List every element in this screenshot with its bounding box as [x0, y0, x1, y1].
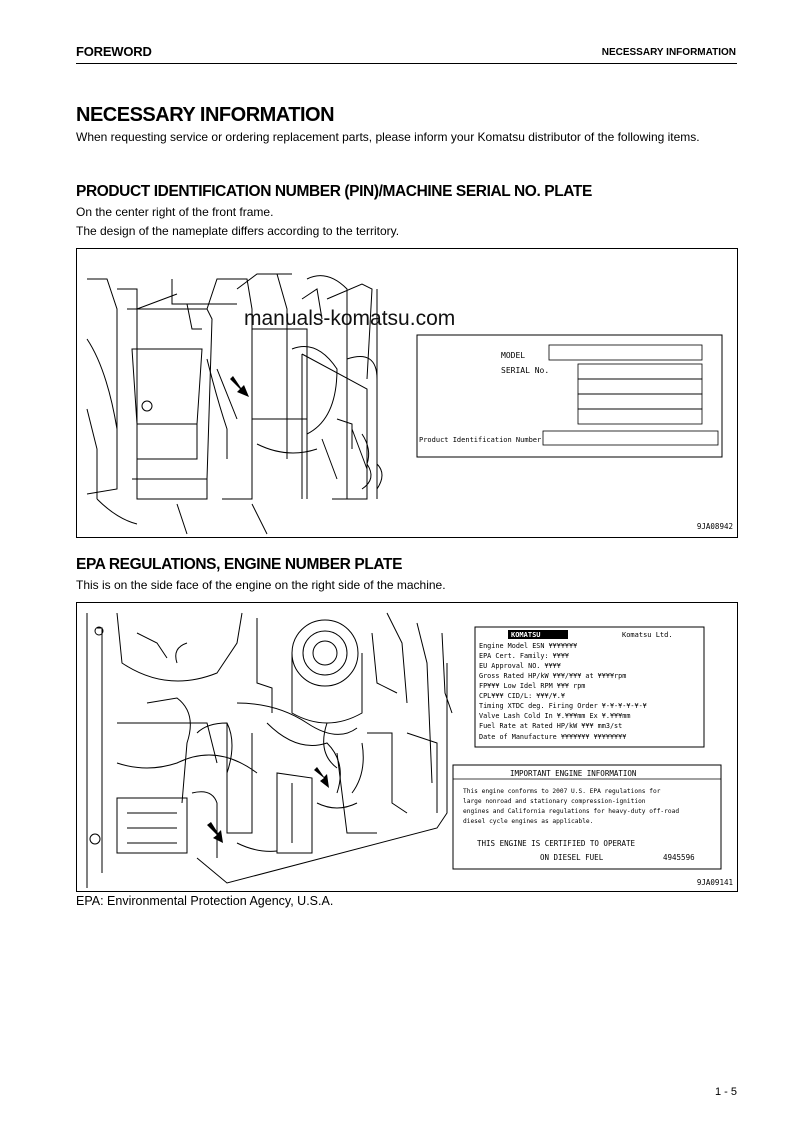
- pin-design-note: The design of the nameplate differs acco…: [76, 224, 400, 238]
- front-frame-illustration: MODEL SERIAL No. Product Identification …: [86, 273, 723, 535]
- engine-plate-row: Gross Rated HP/kW ¥¥¥/¥¥¥ at ¥¥¥¥rpm: [479, 672, 626, 680]
- engine-plate-arrow-1: [314, 767, 329, 788]
- engine-plate-company: Komatsu Ltd.: [622, 631, 673, 639]
- engine-plate-rows: Engine Model ESN ¥¥¥¥¥¥¥ EPA Cert. Famil…: [479, 642, 647, 741]
- engine-info-plate: [452, 764, 722, 870]
- epa-section-heading: EPA REGULATIONS, ENGINE NUMBER PLATE: [76, 556, 403, 573]
- engine-plate-row: Valve Lash Cold In ¥.¥¥¥mm Ex ¥.¥¥¥mm: [479, 712, 630, 720]
- header-section-title: FOREWORD: [76, 44, 152, 59]
- plate-pin-label: Product Identification Number: [419, 436, 541, 444]
- engine-nameplate: [474, 626, 705, 748]
- engine-fuel-text: ON DIESEL FUEL: [540, 853, 604, 862]
- header-page-topic: NECESSARY INFORMATION: [601, 47, 736, 58]
- komatsu-brand-logo: KOMATSU: [511, 631, 541, 639]
- engine-plate-row: FP¥¥¥ Low Idel RPM ¥¥¥ rpm: [479, 682, 585, 690]
- intro-paragraph: When requesting service or ordering repl…: [76, 130, 700, 144]
- page-title: NECESSARY INFORMATION: [76, 104, 335, 126]
- engine-plate-row: EU Approval NO. ¥¥¥¥: [479, 662, 561, 670]
- watermark-text: manuals-komatsu.com: [244, 307, 456, 330]
- engine-plate-row: Fuel Rate at Rated HP/kW ¥¥¥ mm3/st: [479, 722, 622, 730]
- machine-serial-nameplate: [416, 334, 723, 458]
- epa-footnote: EPA: Environmental Protection Agency, U.…: [76, 894, 334, 908]
- pin-location-text: On the center right of the front frame.: [76, 205, 274, 219]
- plate-model-label: MODEL: [501, 351, 525, 360]
- plate-serial-label: SERIAL No.: [501, 366, 549, 375]
- engine-illustration: KOMATSU Komatsu Ltd. Engine Model ESN ¥¥…: [86, 612, 722, 888]
- engine-info-line: This engine conforms to 2007 U.S. EPA re…: [463, 788, 661, 795]
- plate-location-arrow: [230, 376, 249, 397]
- header-rule: [76, 63, 737, 64]
- epa-figure-code: 9JA09141: [696, 878, 733, 887]
- engine-info-title: IMPORTANT ENGINE INFORMATION: [510, 769, 636, 778]
- epa-figure: KOMATSU Komatsu Ltd. Engine Model ESN ¥¥…: [76, 602, 738, 892]
- pin-section-heading: PRODUCT IDENTIFICATION NUMBER (PIN)/MACH…: [76, 183, 592, 200]
- engine-plate-row: CPL¥¥¥ CID/L: ¥¥¥/¥.¥: [479, 692, 565, 700]
- engine-info-line: large nonroad and stationary compression…: [463, 798, 646, 805]
- epa-location-text: This is on the side face of the engine o…: [76, 578, 446, 592]
- engine-plate-arrow-2: [207, 822, 223, 843]
- engine-info-line: engines and California regulations for h…: [463, 808, 679, 815]
- pin-figure-code: 9JA08942: [696, 522, 733, 531]
- page-number: 1 - 5: [714, 1086, 737, 1098]
- pin-figure: MODEL SERIAL No. Product Identification …: [76, 248, 738, 538]
- engine-plate-row: Engine Model ESN ¥¥¥¥¥¥¥: [479, 642, 577, 650]
- engine-info-line: diesel cycle engines as applicable.: [463, 818, 593, 825]
- engine-plate-row: Date of Manufacture ¥¥¥¥¥¥¥ ¥¥¥¥¥¥¥¥: [479, 733, 626, 741]
- engine-plate-row: EPA Cert. Family: ¥¥¥¥: [479, 652, 569, 660]
- engine-plate-code: 4945596: [663, 853, 695, 862]
- engine-certified-text: THIS ENGINE IS CERTIFIED TO OPERATE: [477, 839, 636, 848]
- engine-info-lines: This engine conforms to 2007 U.S. EPA re…: [463, 788, 679, 825]
- engine-plate-row: Timing XTDC deg. Firing Order ¥-¥-¥-¥-¥-…: [479, 702, 647, 710]
